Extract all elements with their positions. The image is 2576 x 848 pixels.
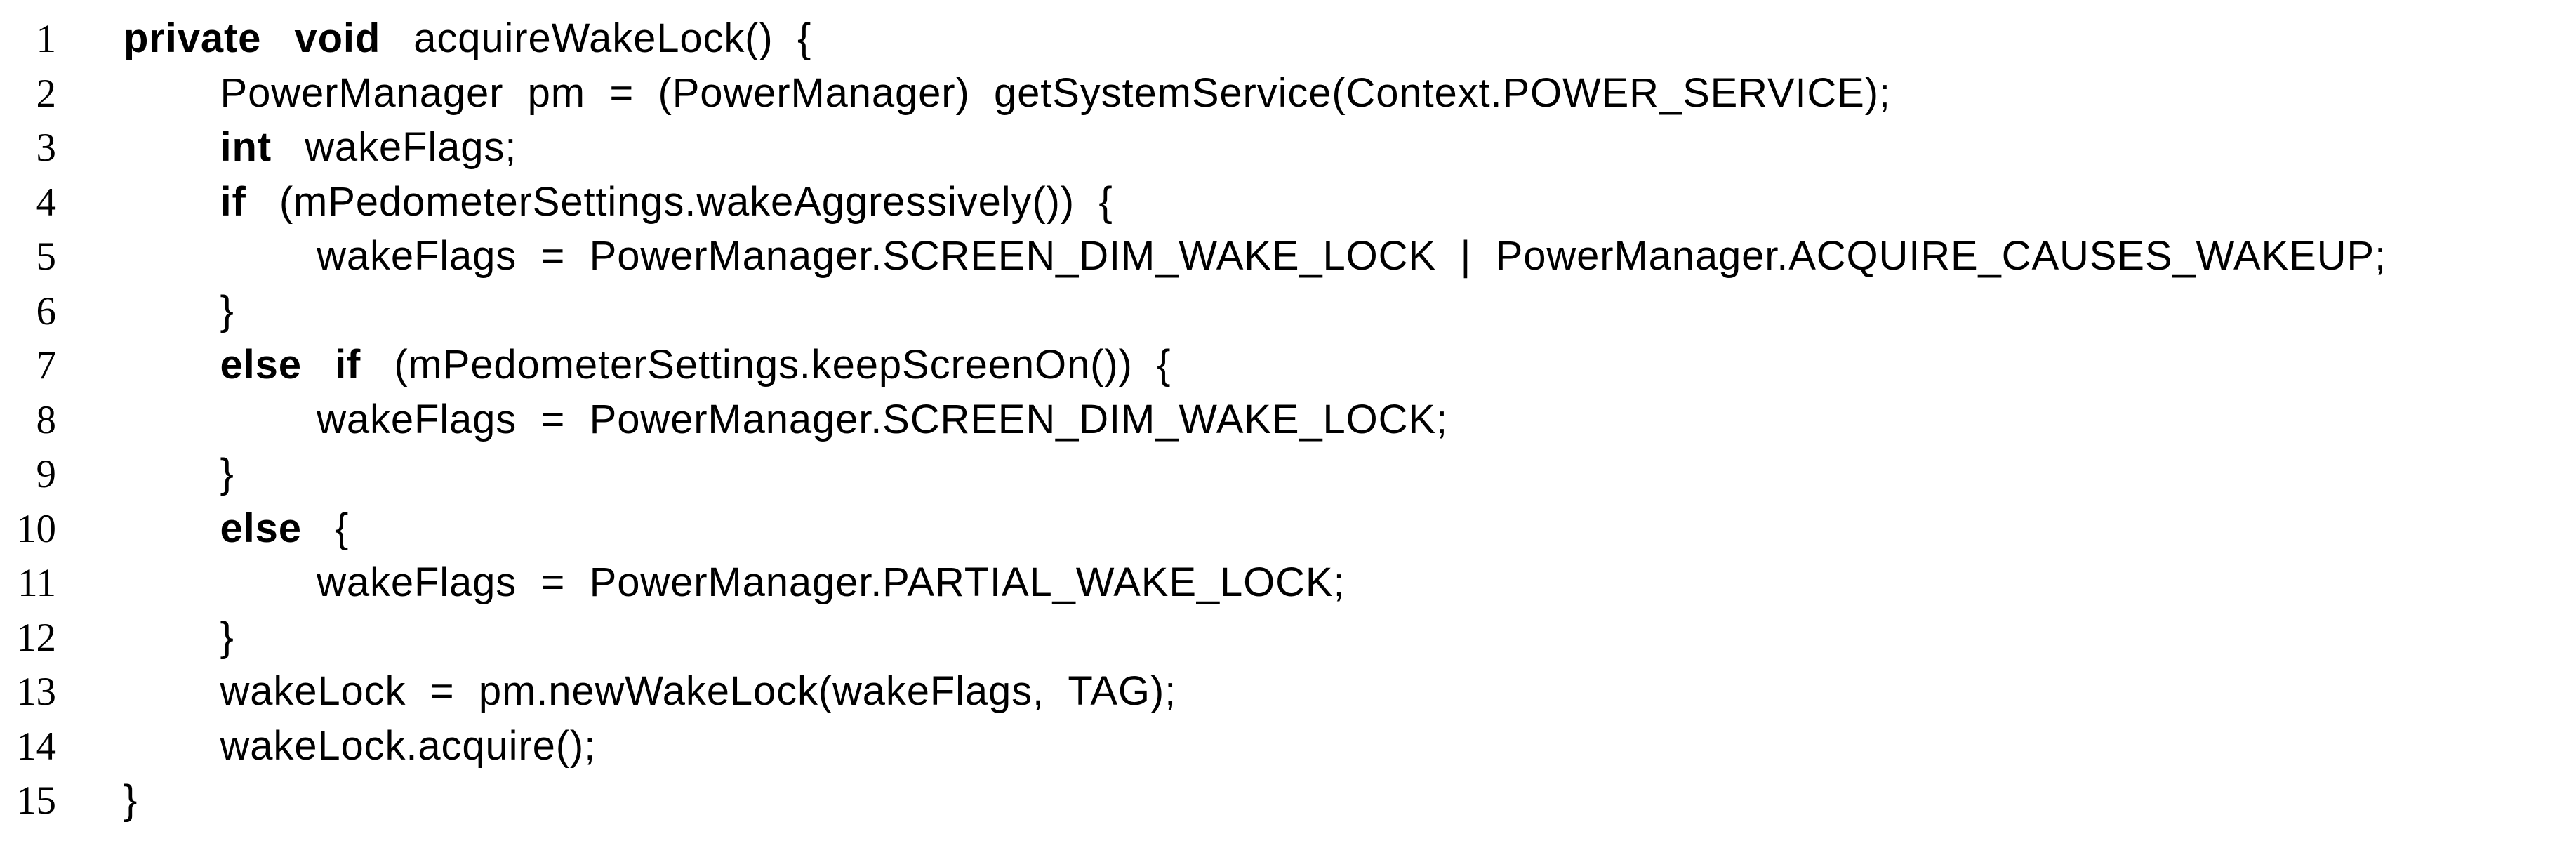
code-text: } — [124, 773, 138, 828]
keyword-token: else — [220, 505, 302, 551]
code-text: wakeFlags = PowerManager.SCREEN_DIM_WAKE… — [124, 229, 2386, 284]
line-number: 14 — [16, 724, 56, 769]
line-number: 12 — [16, 615, 56, 660]
keyword-token: if — [220, 178, 246, 225]
code-line: 15} — [0, 773, 2576, 828]
line-number: 1 — [36, 17, 57, 61]
code-line: 11 wakeFlags = PowerManager.PARTIAL_WAKE… — [0, 555, 2576, 610]
code-text: wakeLock.acquire(); — [124, 719, 596, 774]
code-token: (mPedometerSettings.keepScreenOn()) { — [369, 342, 1171, 387]
code-token: } — [124, 777, 138, 823]
code-text: else { — [124, 501, 349, 556]
code-line: 6 } — [0, 284, 2576, 338]
code-text: wakeLock = pm.newWakeLock(wakeFlags, TAG… — [124, 664, 1176, 719]
line-number: 5 — [36, 234, 57, 279]
code-text: PowerManager pm = (PowerManager) getSyst… — [124, 66, 1891, 121]
keyword-token: void — [294, 15, 381, 61]
code-line: 7 else if (mPedometerSettings.keepScreen… — [0, 338, 2576, 392]
line-number: 2 — [36, 71, 57, 116]
code-line: 4 if (mPedometerSettings.wakeAggressivel… — [0, 175, 2576, 230]
code-token: wakeLock = pm.newWakeLock(wakeFlags, TAG… — [220, 668, 1177, 714]
code-text: wakeFlags = PowerManager.PARTIAL_WAKE_LO… — [124, 555, 1345, 610]
code-token: (mPedometerSettings.wakeAggressively()) … — [255, 178, 1113, 225]
code-text: } — [124, 446, 234, 501]
keyword-token: int — [220, 124, 272, 170]
code-token: wakeLock.acquire(); — [220, 722, 597, 769]
code-line: 10 else { — [0, 501, 2576, 556]
code-token — [311, 342, 335, 387]
code-token: wakeFlags = PowerManager.SCREEN_DIM_WAKE… — [317, 396, 1448, 442]
line-number: 6 — [36, 289, 57, 333]
code-token: } — [220, 287, 234, 333]
code-token: wakeFlags; — [280, 124, 517, 170]
code-line: 5 wakeFlags = PowerManager.SCREEN_DIM_WA… — [0, 229, 2576, 284]
code-token: PowerManager pm = (PowerManager) getSyst… — [220, 69, 1891, 116]
line-number: 15 — [16, 779, 56, 823]
code-text: else if (mPedometerSettings.keepScreenOn… — [124, 338, 1171, 392]
code-token: } — [220, 614, 234, 660]
line-number: 4 — [36, 180, 57, 225]
code-text: int wakeFlags; — [124, 120, 517, 175]
line-number: 7 — [36, 343, 57, 387]
code-line: 1 private void acquireWakeLock() { — [0, 11, 2576, 66]
code-token: } — [220, 451, 234, 496]
code-text: } — [124, 284, 234, 338]
code-line: 3 int wakeFlags; — [0, 120, 2576, 175]
line-number: 9 — [36, 452, 57, 496]
line-number: 8 — [36, 397, 57, 442]
keyword-token: else — [220, 342, 302, 387]
code-line: 13 wakeLock = pm.newWakeLock(wakeFlags, … — [0, 664, 2576, 719]
code-token — [270, 15, 294, 61]
line-number: 10 — [16, 506, 56, 551]
code-token: acquireWakeLock() { — [389, 15, 812, 61]
line-number: 3 — [36, 126, 57, 170]
code-text: private void acquireWakeLock() { — [124, 11, 811, 66]
code-line: 12 } — [0, 610, 2576, 665]
code-text: } — [124, 610, 234, 665]
keyword-token: private — [124, 15, 262, 61]
code-text: wakeFlags = PowerManager.SCREEN_DIM_WAKE… — [124, 392, 1448, 447]
code-line: 8 wakeFlags = PowerManager.SCREEN_DIM_WA… — [0, 392, 2576, 447]
code-line: 14 wakeLock.acquire(); — [0, 719, 2576, 774]
code-token: wakeFlags = PowerManager.PARTIAL_WAKE_LO… — [317, 559, 1346, 605]
line-number: 13 — [16, 670, 56, 714]
keyword-token: if — [335, 342, 361, 387]
line-number: 11 — [18, 561, 56, 605]
code-token: { — [310, 505, 350, 551]
code-token: wakeFlags = PowerManager.SCREEN_DIM_WAKE… — [317, 233, 2386, 279]
code-line: 9 } — [0, 446, 2576, 501]
code-line: 2 PowerManager pm = (PowerManager) getSy… — [0, 66, 2576, 121]
code-text: if (mPedometerSettings.wakeAggressively(… — [124, 175, 1113, 230]
